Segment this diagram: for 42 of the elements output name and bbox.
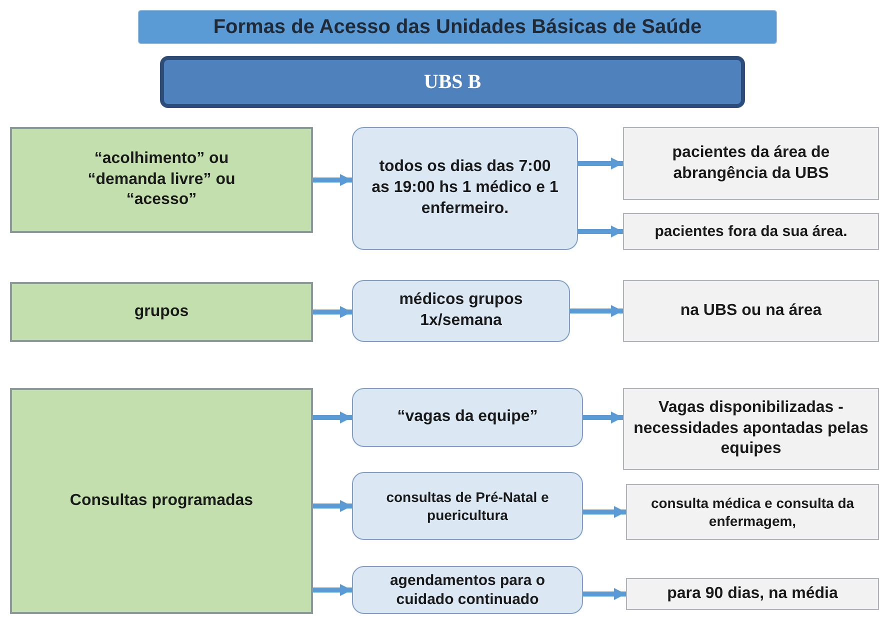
process-box bbox=[623, 127, 879, 200]
arrow bbox=[583, 506, 626, 518]
box-text: agendamentos para o cuidado continuado bbox=[388, 570, 546, 610]
box-text: médicos grupos 1x/semana bbox=[398, 290, 524, 331]
arrow bbox=[313, 174, 352, 186]
box-text: consulta médica e consulta da enfermagem, bbox=[650, 494, 856, 530]
process-box bbox=[626, 578, 879, 610]
process-box bbox=[623, 213, 879, 250]
title-banner: Formas de Acesso das Unidades Básicas de Saúde bbox=[138, 10, 777, 44]
box-text: Consultas programadas bbox=[70, 490, 254, 511]
process-box bbox=[623, 280, 879, 342]
process-box bbox=[352, 280, 570, 342]
box-text: UBS B bbox=[424, 70, 482, 95]
process-box bbox=[10, 282, 313, 342]
box-text: pacientes fora da sua área. bbox=[654, 222, 848, 242]
arrow bbox=[313, 584, 352, 596]
box-text: pacientes da área de abrangência da UBS bbox=[671, 142, 831, 184]
process-box bbox=[10, 388, 313, 614]
process-box bbox=[352, 388, 583, 447]
arrow bbox=[578, 158, 623, 170]
arrow bbox=[313, 500, 352, 512]
box-text: Vagas disponibilizadas -necessidades apontadas pelas equipes bbox=[632, 398, 870, 460]
box-text: “vagas da equipe” bbox=[397, 407, 538, 428]
process-box bbox=[352, 472, 583, 540]
box-text: consultas de Pré-Natal e puericultura bbox=[385, 488, 550, 524]
box-text: para 90 dias, na média bbox=[667, 584, 838, 604]
arrow bbox=[313, 306, 352, 318]
process-box bbox=[352, 566, 583, 614]
arrow bbox=[578, 226, 623, 238]
box-text: na UBS ou na área bbox=[680, 300, 822, 321]
arrow bbox=[583, 412, 623, 424]
arrow bbox=[583, 588, 626, 600]
process-box bbox=[626, 484, 879, 540]
box-text: todos os dias das 7:00 as 19:00 hs 1 médico e 1 enfermeiro. bbox=[370, 157, 560, 219]
box-text: grupos bbox=[134, 302, 189, 322]
process-box bbox=[352, 127, 578, 250]
arrow bbox=[313, 412, 352, 424]
process-box bbox=[10, 127, 313, 233]
header-box bbox=[160, 56, 745, 108]
box-text: “acolhimento” ou “demanda livre” ou “acesso” bbox=[86, 148, 236, 210]
process-box bbox=[623, 388, 879, 470]
arrow bbox=[570, 305, 623, 317]
